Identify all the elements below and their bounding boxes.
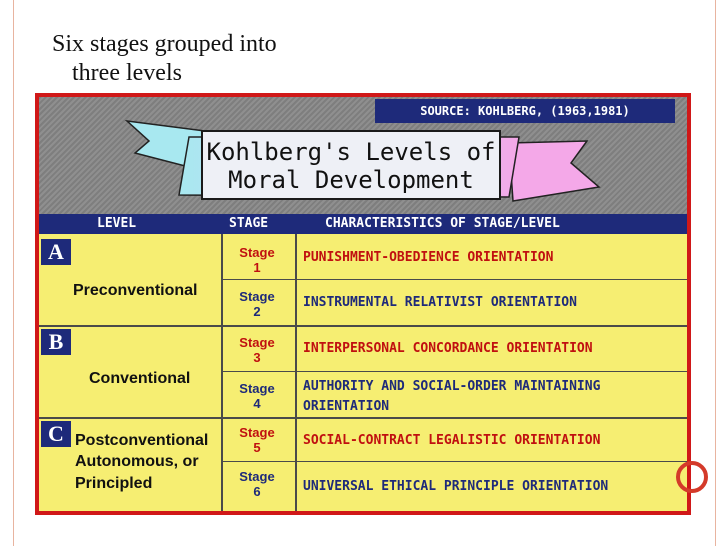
stage-6-label: Stage 6 [217, 469, 297, 499]
stage-4-number: 4 [253, 396, 261, 411]
figure-title: Kohlberg's Levels of Moral Development [201, 130, 501, 200]
stage-5-number: 5 [253, 440, 261, 455]
divider-level-b-c [39, 417, 687, 419]
stage-4-label: Stage 4 [217, 381, 297, 411]
header-stage: STAGE [229, 216, 269, 231]
right-margin-rule [715, 0, 716, 546]
divider-level-a-b [39, 325, 687, 327]
level-a-badge: A [41, 239, 71, 265]
kohlberg-figure: SOURCE: KOHLBERG, (1963,1981) Kohlberg's… [35, 93, 691, 515]
level-a-name: Preconventional [73, 282, 198, 299]
stage-4-characteristic-line-2: ORIENTATION [303, 399, 390, 414]
figure-inner: SOURCE: KOHLBERG, (1963,1981) Kohlberg's… [39, 97, 687, 511]
stage-3-word: Stage [239, 335, 275, 350]
ribbon-right-tail [508, 140, 601, 202]
divider-stage-characteristics [295, 234, 297, 511]
source-label: SOURCE: KOHLBERG, (1963,1981) [375, 99, 675, 123]
stage-2-word: Stage [239, 289, 275, 304]
header-level: LEVEL [97, 216, 137, 231]
stage-6-number: 6 [253, 484, 261, 499]
stage-5-label: Stage 5 [217, 425, 297, 455]
stage-3-characteristic: INTERPERSONAL CONCORDANCE ORIENTATION [303, 341, 593, 356]
stage-2-number: 2 [253, 304, 261, 319]
level-c-name-line-3: Principled [75, 475, 153, 492]
column-header-bar: LEVEL STAGE CHARACTERISTICS OF STAGE/LEV… [39, 214, 687, 234]
figure-title-line-2: Moral Development [228, 166, 474, 194]
stage-1-characteristic: PUNISHMENT-OBEDIENCE ORIENTATION [303, 250, 554, 265]
stage-2-label: Stage 2 [217, 289, 297, 319]
stage-3-label: Stage 3 [217, 335, 297, 365]
stage-4-characteristic-line-1: AUTHORITY AND SOCIAL-ORDER MAINTAINING [303, 379, 601, 394]
table-body [39, 234, 687, 511]
slide-title: Six stages grouped into three levels [52, 30, 392, 88]
level-b-badge: B [41, 329, 71, 355]
decorative-circle [676, 461, 708, 493]
stage-4-word: Stage [239, 381, 275, 396]
left-margin-rule [13, 0, 14, 546]
figure-title-line-1: Kohlberg's Levels of [206, 138, 496, 166]
stage-6-characteristic: UNIVERSAL ETHICAL PRINCIPLE ORIENTATION [303, 479, 609, 494]
stage-3-number: 3 [253, 350, 261, 365]
level-c-badge: C [41, 421, 71, 447]
stage-2-characteristic: INSTRUMENTAL RELATIVIST ORIENTATION [303, 295, 577, 310]
slide-title-line-2: three levels [72, 60, 182, 86]
divider-stage-1-2 [223, 279, 687, 280]
divider-stage-3-4 [223, 371, 687, 372]
stage-1-label: Stage 1 [217, 245, 297, 275]
level-b-name: Conventional [89, 370, 191, 387]
level-c-name-line-1: Postconventional [75, 432, 209, 449]
divider-stage-5-6 [223, 461, 687, 462]
stage-5-characteristic: SOCIAL-CONTRACT LEGALISTIC ORIENTATION [303, 433, 601, 448]
stage-6-word: Stage [239, 469, 275, 484]
slide-title-line-1: Six stages grouped into [52, 31, 277, 57]
stage-1-word: Stage [239, 245, 275, 260]
level-c-name-line-2: Autonomous, or [75, 453, 199, 470]
stage-5-word: Stage [239, 425, 275, 440]
divider-level-stage [221, 234, 223, 511]
stage-1-number: 1 [253, 260, 261, 275]
header-characteristics: CHARACTERISTICS OF STAGE/LEVEL [325, 216, 560, 231]
